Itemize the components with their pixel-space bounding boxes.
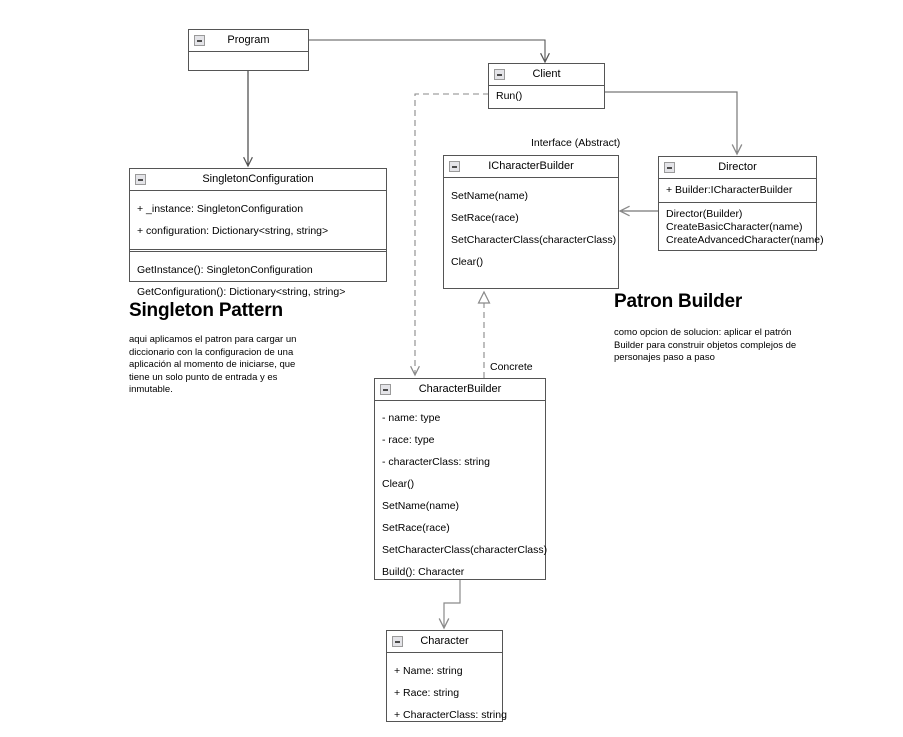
class-member: + CharacterClass: string bbox=[394, 709, 507, 721]
class-compartment-character-attributes: + Name: string + Race: string + Characte… bbox=[387, 653, 507, 733]
class-title-characterbuilder: CharacterBuilder bbox=[418, 383, 502, 395]
class-member: + _instance: SingletonConfiguration bbox=[137, 203, 304, 215]
class-compartment-director-methods: Director(Builder) CreateBasicCharacter(n… bbox=[659, 202, 824, 254]
class-header-icharacterbuilder: ICharacterBuilder bbox=[444, 156, 618, 178]
class-member: + Builder:ICharacterBuilder bbox=[666, 184, 793, 196]
class-header-characterbuilder: CharacterBuilder bbox=[375, 379, 545, 401]
class-member: + Race: string bbox=[394, 687, 460, 699]
class-member: SetName(name) bbox=[451, 190, 529, 202]
class-member: SetRace(race) bbox=[451, 212, 519, 224]
annotation-title-singleton: Singleton Pattern bbox=[129, 300, 283, 321]
class-compartment-singleton-attributes: + _instance: SingletonConfiguration + co… bbox=[130, 191, 386, 249]
class-box-icharacterbuilder[interactable]: ICharacterBuilder SetName(name) SetRace(… bbox=[443, 155, 619, 289]
class-box-director[interactable]: Director + Builder:ICharacterBuilder Dir… bbox=[658, 156, 824, 254]
class-member: Build(): Character bbox=[382, 566, 465, 578]
class-member: + Name: string bbox=[394, 665, 463, 677]
stereotype-label-concrete: Concrete bbox=[490, 361, 533, 373]
class-box-program[interactable]: Program bbox=[188, 29, 309, 71]
class-member: GetConfiguration(): Dictionary<string, s… bbox=[137, 286, 346, 298]
class-member: SetCharacterClass(characterClass) bbox=[382, 544, 548, 556]
stereotype-label-interface: Interface (Abstract) bbox=[531, 137, 621, 149]
class-member: Clear() bbox=[451, 256, 484, 268]
annotation-note-singleton: aqui aplicamos el patron para cargar un … bbox=[129, 334, 297, 396]
class-title-character: Character bbox=[420, 635, 469, 647]
class-header-director: Director bbox=[659, 157, 816, 179]
class-title-client: Client bbox=[532, 68, 561, 80]
collapse-minus-icon[interactable] bbox=[194, 35, 205, 46]
class-header-character: Character bbox=[387, 631, 502, 653]
class-member: SetCharacterClass(characterClass) bbox=[451, 234, 617, 246]
class-title-singletonconfiguration: SingletonConfiguration bbox=[202, 173, 314, 185]
class-member: - characterClass: string bbox=[382, 456, 490, 468]
collapse-minus-icon[interactable] bbox=[380, 384, 391, 395]
annotation-note-builder: como opcion de solucion: aplicar el patr… bbox=[614, 327, 797, 364]
class-title-program: Program bbox=[227, 34, 270, 46]
class-box-characterbuilder[interactable]: CharacterBuilder - name: type - race: ty… bbox=[374, 378, 547, 580]
class-title-director: Director bbox=[718, 161, 757, 173]
class-compartment-program-empty bbox=[189, 52, 308, 78]
class-compartment-director-attributes: + Builder:ICharacterBuilder bbox=[659, 179, 816, 202]
class-member: Director(Builder) bbox=[666, 208, 743, 220]
annotation-title-builder: Patron Builder bbox=[614, 291, 743, 312]
class-member: Clear() bbox=[382, 478, 415, 490]
class-box-singletonconfiguration[interactable]: SingletonConfiguration + _instance: Sing… bbox=[129, 168, 387, 298]
class-header-program: Program bbox=[189, 30, 308, 52]
class-member: SetName(name) bbox=[382, 500, 460, 512]
collapse-minus-icon[interactable] bbox=[494, 69, 505, 80]
class-box-client[interactable]: Client Run() bbox=[488, 63, 605, 109]
class-box-character[interactable]: Character + Name: string + Race: string … bbox=[386, 630, 507, 722]
collapse-minus-icon[interactable] bbox=[449, 161, 460, 172]
class-member: CreateAdvancedCharacter(name) bbox=[666, 234, 824, 246]
class-member: Run() bbox=[496, 90, 523, 102]
collapse-minus-icon[interactable] bbox=[135, 174, 146, 185]
class-header-client: Client bbox=[489, 64, 604, 86]
connector-client-to-director bbox=[605, 91, 743, 156]
class-header-singletonconfiguration: SingletonConfiguration bbox=[130, 169, 386, 191]
class-compartment-icharacterbuilder-methods: SetName(name) SetRace(race) SetCharacter… bbox=[444, 178, 618, 280]
class-member: CreateBasicCharacter(name) bbox=[666, 221, 803, 233]
class-title-icharacterbuilder: ICharacterBuilder bbox=[488, 160, 574, 172]
class-member: SetRace(race) bbox=[382, 522, 450, 534]
class-compartment-singleton-methods: GetInstance(): SingletonConfiguration Ge… bbox=[130, 249, 386, 310]
class-member: GetInstance(): SingletonConfiguration bbox=[137, 264, 313, 276]
class-compartment-client-methods: Run() bbox=[489, 86, 604, 107]
class-member: - race: type bbox=[382, 434, 435, 446]
connector-program-to-client bbox=[309, 39, 550, 64]
class-member: + configuration: Dictionary<string, stri… bbox=[137, 225, 329, 237]
collapse-minus-icon[interactable] bbox=[664, 162, 675, 173]
class-compartment-characterbuilder-members: - name: type - race: type - characterCla… bbox=[375, 401, 548, 590]
class-member: - name: type bbox=[382, 412, 441, 424]
collapse-minus-icon[interactable] bbox=[392, 636, 403, 647]
